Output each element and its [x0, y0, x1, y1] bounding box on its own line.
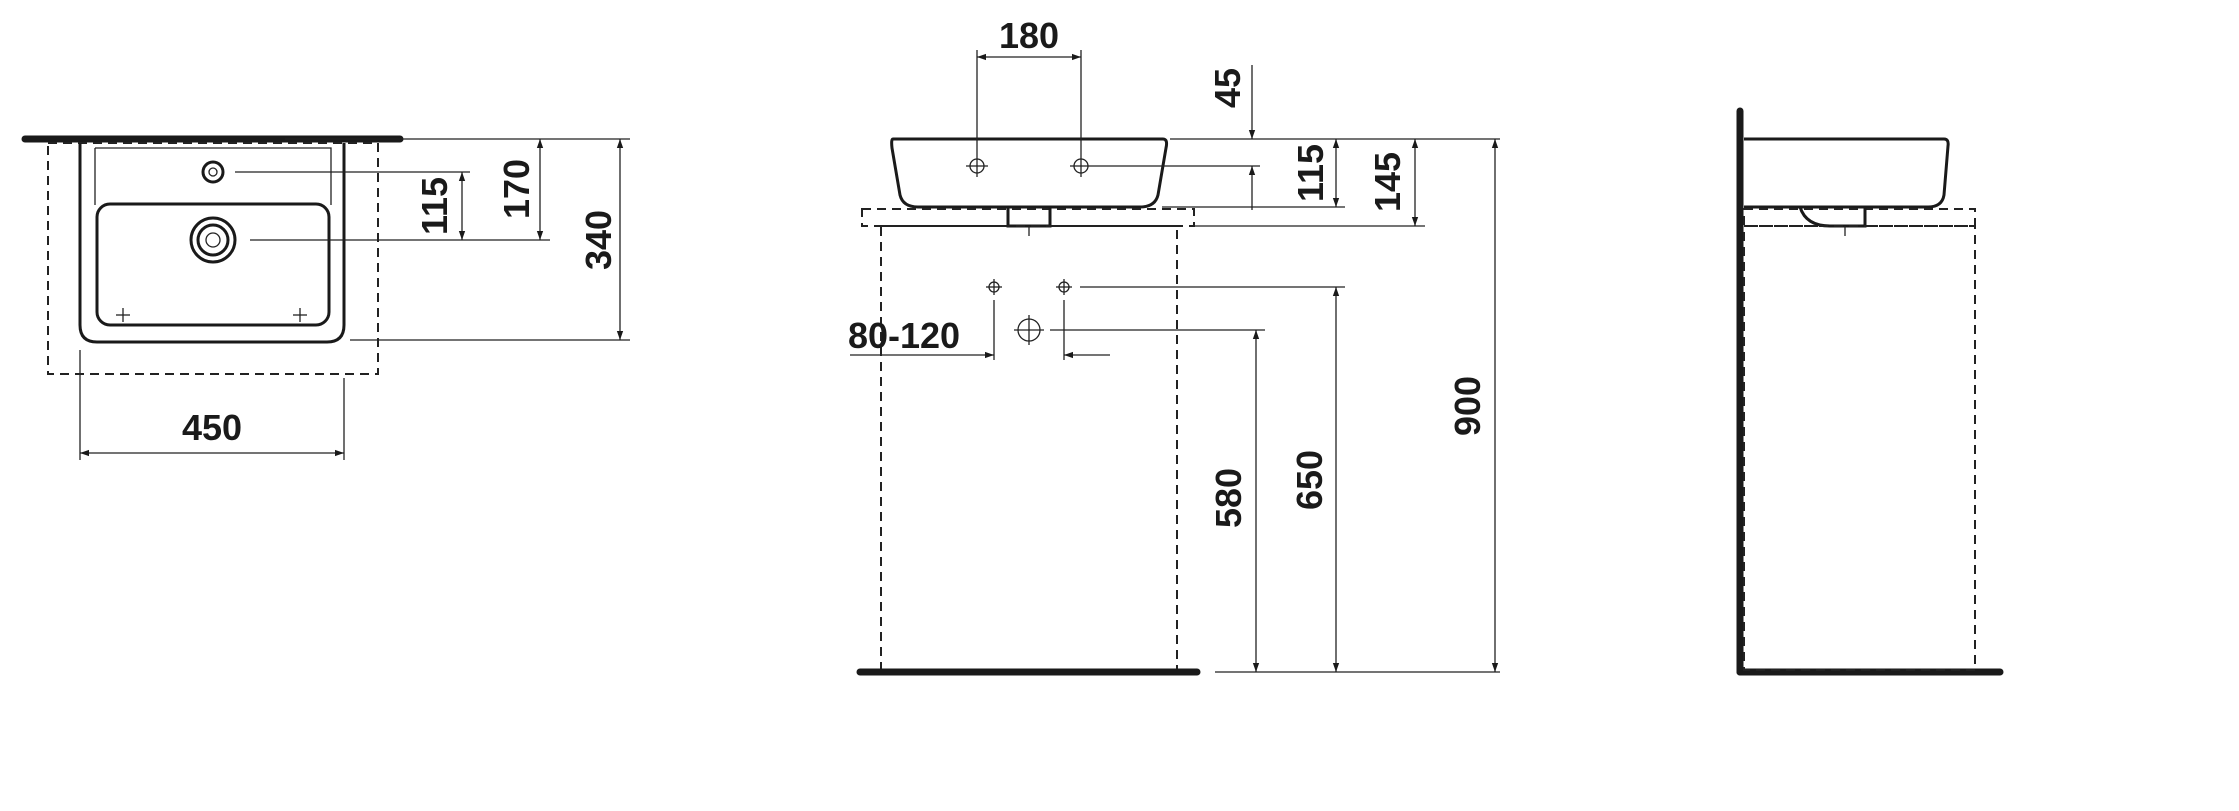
fixing-marks-top: [116, 308, 307, 322]
waste-spigot-side: [1798, 206, 1867, 228]
front-view: 180 45 115 145 80-120 580 650 900: [848, 15, 1500, 676]
cabinet-outline-top: [47, 142, 379, 375]
basin-bowl-top: [95, 202, 331, 327]
basin-outline-side: [1744, 137, 1950, 209]
side-view: [1736, 107, 2004, 676]
cabinet-outline-front: [880, 225, 1178, 671]
extension-lines-top: [79, 138, 630, 460]
supply-points: [986, 279, 1072, 295]
cabinet-outline-side: [1743, 225, 1976, 671]
dim-label-180: 180: [999, 15, 1059, 56]
extension-lines-front: [976, 50, 1500, 673]
dim-label-340: 340: [578, 210, 619, 270]
dim-label-115-front: 115: [1290, 144, 1331, 202]
countertop-front: [861, 208, 1195, 227]
dim-label-45: 45: [1207, 68, 1248, 108]
tap-hole-top: [201, 160, 225, 184]
dim-label-170: 170: [496, 159, 537, 219]
dim-label-145: 145: [1367, 152, 1408, 212]
dim-label-650: 650: [1289, 450, 1330, 510]
basin-inner-rim: [94, 147, 332, 205]
basin-outline-top: [78, 143, 346, 344]
dim-label-900: 900: [1447, 376, 1488, 436]
dim-label-80-120: 80-120: [848, 315, 960, 356]
basin-outline-front: [890, 137, 1169, 209]
tap-holes-front: [966, 155, 1092, 177]
waste-point: [1014, 315, 1044, 345]
countertop-side: [1743, 208, 1976, 227]
dim-label-580: 580: [1208, 468, 1249, 528]
dim-label-450: 450: [182, 407, 242, 448]
dim-label-115-top: 115: [414, 177, 455, 235]
top-view: 450 115 170 340: [21, 135, 630, 460]
waste-outlet-top: [189, 216, 237, 264]
